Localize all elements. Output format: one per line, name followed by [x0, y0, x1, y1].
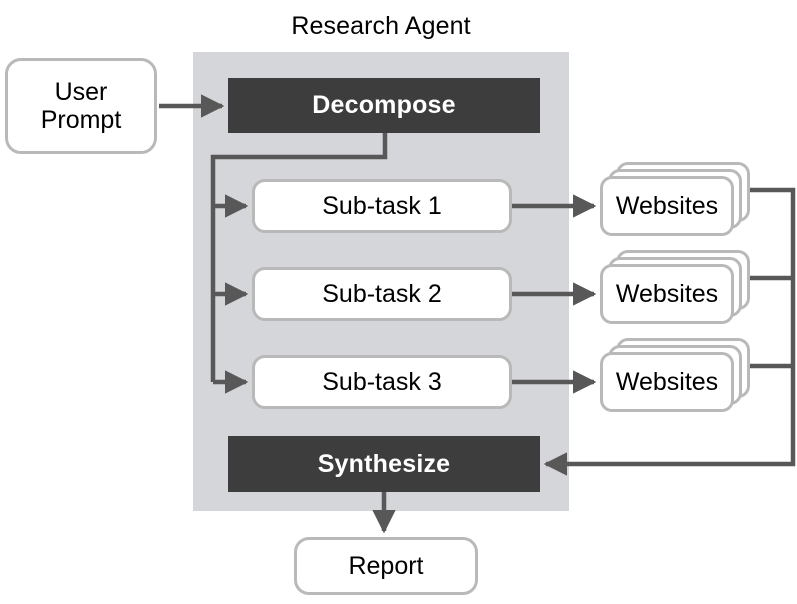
- diagram-title: Research Agent: [291, 12, 471, 40]
- node-subtask-2[interactable]: Sub-task 2: [252, 267, 512, 321]
- node-websites-stack-2[interactable]: Websites: [600, 250, 750, 326]
- websites-card-front: Websites: [600, 352, 734, 412]
- user-prompt-line-1: User: [54, 78, 108, 106]
- node-websites-stack-1[interactable]: Websites: [600, 162, 750, 238]
- user-prompt-line-2: Prompt: [40, 106, 122, 134]
- node-report[interactable]: Report: [294, 537, 478, 595]
- node-websites-stack-3[interactable]: Websites: [600, 338, 750, 414]
- node-user-prompt[interactable]: User Prompt: [5, 58, 157, 154]
- node-subtask-3[interactable]: Sub-task 3: [252, 355, 512, 409]
- node-decompose[interactable]: Decompose: [228, 78, 540, 133]
- node-subtask-1[interactable]: Sub-task 1: [252, 179, 512, 233]
- websites-card-front: Websites: [600, 176, 734, 236]
- node-synthesize[interactable]: Synthesize: [228, 436, 540, 492]
- websites-card-front: Websites: [600, 264, 734, 324]
